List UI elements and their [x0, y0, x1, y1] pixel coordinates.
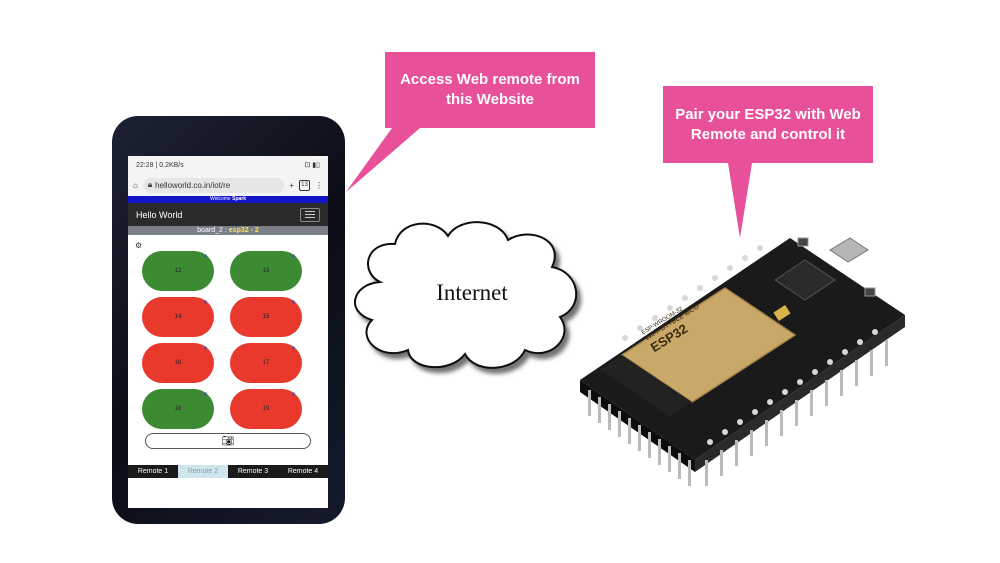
remote-button-label: 14 [174, 314, 182, 320]
app-title: Hello World [136, 209, 183, 220]
browser-address-bar: ⌂ 🔒︎ helloworld.co.in/iot/re + 13 ⋮ [128, 174, 328, 196]
regulator [773, 304, 791, 322]
edit-icon[interactable]: ✕ [290, 254, 296, 260]
app-navbar: Hello World [128, 203, 328, 226]
remote-button-4[interactable]: 16 ✕ [142, 343, 214, 383]
edit-icon[interactable]: ✕ [290, 346, 296, 352]
camera-button[interactable]: 📷︎ [145, 433, 311, 449]
callout-tail-website [346, 128, 420, 192]
edit-icon[interactable]: ✕ [202, 254, 208, 260]
edit-icon[interactable]: ✕ [290, 392, 296, 398]
status-text: 22:28 | 0.2KB/s [136, 161, 184, 169]
tab-remote-1[interactable]: Remote 1 [128, 465, 178, 478]
welcome-banner: Welcome Spark [128, 196, 328, 203]
remote-button-6[interactable]: 18 ✕ [142, 389, 214, 429]
esp32-chip-shield [620, 287, 797, 403]
tab-remote-2[interactable]: Remote 2 [178, 465, 228, 478]
remote-button-grid: 12 ✕ 13 ✕ 14 ✕ 15 ✕ 16 ✕ 17 ✕ 18 ✕ 19 ✕ [142, 251, 314, 429]
reset-button [797, 237, 809, 247]
callout-tail-pair [728, 163, 752, 238]
callout-pair-esp32-text: Pair your ESP32 with Web Remote and cont… [675, 105, 861, 143]
header-pins-bottom [588, 340, 888, 486]
welcome-prefix: Welcome [209, 196, 231, 202]
board-device: esp32 - 2 [228, 227, 259, 234]
camera-icon: 📷︎ [221, 435, 235, 447]
internet-cloud [354, 221, 578, 369]
callout-access-website-text: Access Web remote from this Website [400, 71, 580, 108]
remote-button-label: 13 [262, 268, 270, 274]
edit-icon[interactable]: ✕ [202, 346, 208, 352]
edit-icon[interactable]: ✕ [202, 300, 208, 306]
more-menu-icon[interactable]: ⋮ [315, 180, 323, 190]
tab-remote-3[interactable]: Remote 3 [228, 465, 278, 478]
callout-pair-esp32: Pair your ESP32 with Web Remote and cont… [663, 86, 873, 163]
status-icons: ⊡ ▮▯ [304, 162, 320, 169]
board-pcb-edge-right [695, 315, 905, 472]
remote-button-label: 17 [262, 360, 270, 366]
remote-button-label: 12 [174, 268, 182, 274]
remote-button-3[interactable]: 15 ✕ [230, 297, 302, 337]
url-field[interactable]: 🔒︎ helloworld.co.in/iot/re [142, 177, 285, 193]
usb-uart-chip [774, 259, 836, 301]
edit-icon[interactable]: ✕ [290, 300, 296, 306]
tab-remote-4[interactable]: Remote 4 [278, 465, 328, 478]
remote-button-label: 18 [174, 406, 182, 412]
remote-button-label: 19 [262, 406, 270, 412]
remote-button-label: 15 [262, 314, 270, 320]
new-tab-icon[interactable]: + [289, 180, 294, 190]
callout-access-website: Access Web remote from this Website [385, 52, 595, 128]
welcome-user: Spark [232, 196, 247, 202]
board-name: board_2 : [197, 227, 227, 234]
remote-button-label: 16 [174, 360, 182, 366]
board-pcb-edge [580, 380, 695, 472]
remote-button-0[interactable]: 12 ✕ [142, 251, 214, 291]
remote-button-1[interactable]: 13 ✕ [230, 251, 302, 291]
esp32-board [580, 237, 905, 486]
internet-label: Internet [436, 280, 508, 305]
phone-screen: 22:28 | 0.2KB/s ⊡ ▮▯ ⌂ 🔒︎ helloworld.co.… [128, 156, 328, 508]
edit-icon[interactable]: ✕ [202, 392, 208, 398]
esp32-antenna-area [600, 355, 692, 417]
header-holes-bottom [707, 329, 878, 445]
usb-port [829, 237, 869, 263]
hamburger-menu-icon[interactable] [300, 207, 320, 222]
board-selector[interactable]: board_2 : esp32 - 2 [128, 226, 328, 235]
remote-button-5[interactable]: 17 ✕ [230, 343, 302, 383]
url-text: helloworld.co.in/iot/re [155, 180, 231, 190]
lock-icon: 🔒︎ [147, 180, 153, 189]
tab-count-icon[interactable]: 13 [299, 179, 310, 191]
status-bar: 22:28 | 0.2KB/s ⊡ ▮▯ [128, 156, 328, 174]
header-holes-top [622, 245, 763, 341]
remote-button-2[interactable]: 14 ✕ [142, 297, 214, 337]
gear-icon[interactable]: ⚙ [135, 241, 143, 250]
boot-button [864, 287, 876, 297]
home-icon[interactable]: ⌂ [133, 180, 138, 190]
remote-button-7[interactable]: 19 ✕ [230, 389, 302, 429]
